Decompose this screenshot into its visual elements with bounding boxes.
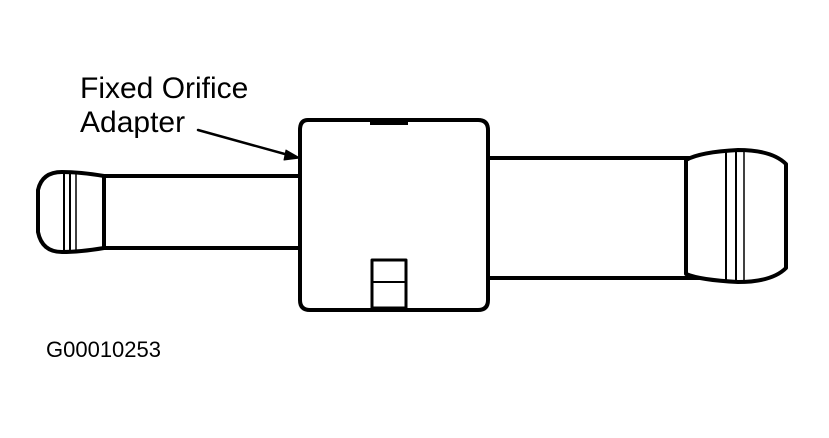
leader-arrow	[196, 128, 301, 161]
adapter-body	[298, 118, 490, 312]
left-tube	[102, 174, 304, 250]
right-tube	[482, 156, 702, 280]
top-marking	[370, 118, 408, 125]
right-end-fitting	[684, 148, 788, 284]
callout-label-line1: Fixed Orifice	[80, 72, 249, 105]
callout-label-line2: Adapter	[80, 106, 186, 139]
left-end-fitting	[36, 170, 106, 254]
figure-id-label: G00010253	[46, 337, 161, 362]
bottom-window	[370, 258, 408, 310]
